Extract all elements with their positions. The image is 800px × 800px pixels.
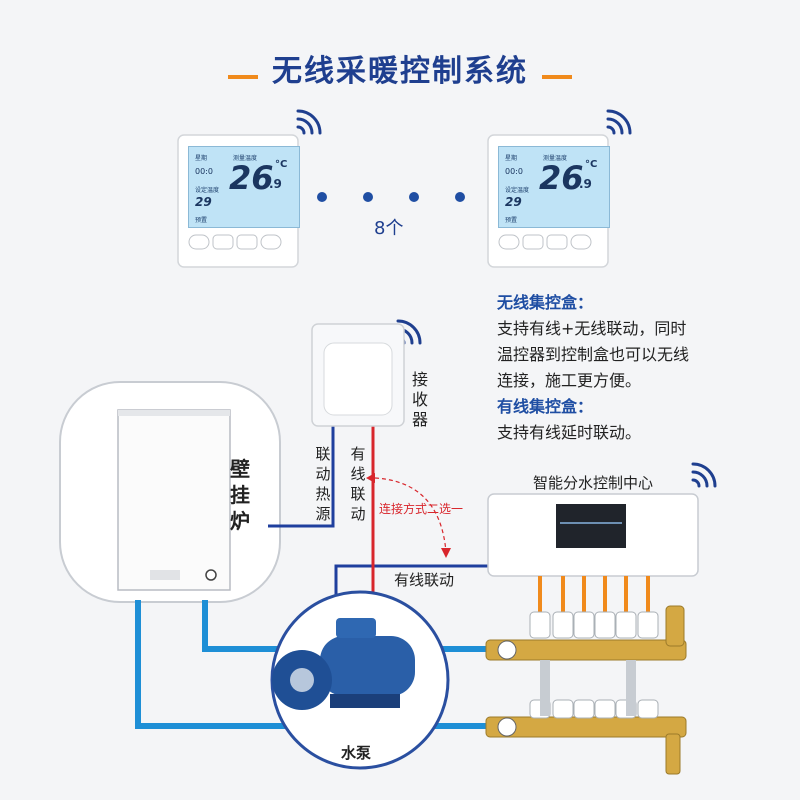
thermostat-2-screen: 星期 测量温度 00:0 设定温度 29 预置 26 .9 °C (498, 146, 610, 228)
connection-choice-label: 连接方式二选一 (379, 502, 464, 516)
description-line: 支持有线+无线联动，同时 (497, 319, 687, 338)
lcd-set-temp: 29 (505, 195, 522, 209)
wireless-heading: 无线集控盒： (497, 293, 594, 312)
manifold (485, 576, 687, 775)
thermostat-1-screen: 星期 测量温度 00:0 设定温度 29 预置 26 .9 °C (188, 146, 300, 228)
heat-source-label: 联动热源 (315, 445, 331, 523)
water-pump (270, 590, 450, 770)
lcd-mode-label: 预置 (195, 217, 208, 224)
description-line: 连接，施工更方便。 (497, 371, 642, 390)
control-center-label: 智能分水控制中心 (533, 474, 654, 492)
title-dash-right (542, 74, 572, 79)
wifi-icon (296, 109, 322, 135)
lcd-set-label: 设定温度 (505, 187, 530, 194)
boiler-label: 壁挂炉 (230, 457, 250, 533)
wifi-icon (606, 109, 632, 135)
lcd-week-label: 星期 (195, 155, 208, 162)
receiver (311, 323, 405, 427)
thermostat-count-label: 8个 (374, 218, 404, 239)
lcd-header: 测量温度 (233, 155, 258, 162)
title-row: 无线采暖控制系统 (0, 46, 800, 90)
lcd-temp-decimal: .9 (269, 177, 282, 191)
lcd-time: 00:0 (505, 167, 523, 176)
lcd-unit: °C (585, 159, 598, 170)
lcd-set-label: 设定温度 (195, 187, 220, 194)
lcd-temp: 26 (229, 159, 274, 197)
lcd-temp-decimal: .9 (579, 177, 592, 191)
receiver-label: 接收器 (411, 370, 428, 429)
wired-link-horizontal-label: 有线联动 (394, 571, 455, 589)
title-dash-left (228, 74, 258, 79)
description-line: 支持有线延时联动。 (497, 423, 642, 442)
control-center-box (487, 493, 699, 577)
lcd-week-label: 星期 (505, 155, 518, 162)
control-wires (268, 426, 488, 612)
page-title: 无线采暖控制系统 (272, 54, 528, 89)
lcd-time: 00:0 (195, 167, 213, 176)
lcd-temp: 26 (539, 159, 584, 197)
wired-heading: 有线集控盒： (497, 397, 594, 416)
ellipsis-dots (317, 192, 465, 202)
boiler (59, 381, 281, 603)
lcd-header: 测量温度 (543, 155, 568, 162)
wifi-icon (691, 462, 717, 488)
wired-link-vertical-label: 有线联动 (350, 445, 366, 523)
description-panel: 无线集控盒： 支持有线+无线联动，同时 温控器到控制盒也可以无线 连接，施工更方… (497, 290, 689, 446)
lcd-unit: °C (275, 159, 288, 170)
pump-label: 水泵 (341, 744, 372, 762)
lcd-mode-label: 预置 (505, 217, 518, 224)
lcd-set-temp: 29 (195, 195, 212, 209)
description-line: 温控器到控制盒也可以无线 (497, 345, 690, 364)
